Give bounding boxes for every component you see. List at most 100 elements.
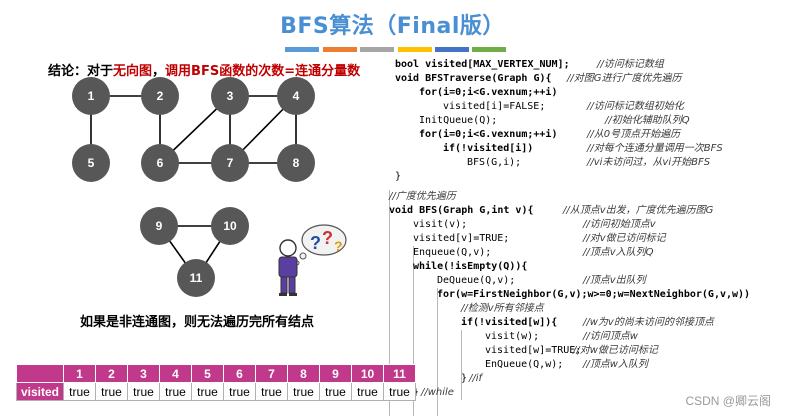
code-guide-line-2 [413,246,414,416]
color-bar-4 [398,47,432,52]
conclusion-prefix: 结论：对于 [48,64,114,79]
graph-node-6: 6 [141,144,179,182]
visited-value-9: true [319,382,352,401]
code-comment-14: //顶点v入队列Q [583,247,654,258]
code-comment-18: //检测v所有邻接点 [461,303,544,314]
graph-node-7: 7 [211,144,249,182]
svg-text:?: ? [310,233,321,253]
svg-text:7: 7 [227,156,234,170]
code-line-7: if(!visited[i]) [443,143,534,154]
code-line-23: } [461,373,468,384]
code-block: bool visited[MAX_VERTEX_NUM]; //访问标记数组 voi… [387,58,785,416]
visited-value-7: true [255,382,288,401]
code-line-9: } [395,171,402,182]
code-comment-7: //对每个连通分量调用一次BFS [587,143,723,154]
svg-text:2: 2 [157,89,164,103]
code-comment-13: //对v做已访问标记 [583,233,666,244]
visited-header-9: 9 [319,364,352,383]
graph-edges [90,95,297,279]
svg-text:10: 10 [223,219,237,233]
code-line-16: DeQueue(Q,v); [437,275,516,286]
color-bar-2 [323,47,357,52]
code-line-22: EnQueue(Q,w); [485,359,564,370]
visited-table-corner [16,364,64,383]
visited-value-11: true [383,382,416,401]
code-line-1: bool visited[MAX_VERTEX_NUM]; [395,59,570,70]
code-comment-19: //w为v的尚未访问的邻接顶点 [583,317,714,328]
thinking-person-illustration: ? ? ? [278,224,347,296]
visited-value-4: true [159,382,192,401]
graph-node-3: 3 [211,77,249,115]
code-comment-2: //对图G进行广度优先遍历 [567,73,682,84]
code-comment-12: //访问初始顶点v [583,219,656,230]
page-title: BFS算法（Final版） [280,14,505,39]
code-line-2: void BFSTraverse(Graph G){ [395,73,552,84]
conclusion-highlight-undirected: 无向图 [113,64,153,79]
code-comment-20: //访问顶点w [583,331,638,342]
visited-row-label: visited [16,382,64,401]
code-comment-5: //初始化辅助队列Q [605,115,690,126]
color-bar-3 [360,47,394,52]
svg-text:3: 3 [227,89,234,103]
code-line-8: BFS(G,i); [467,157,522,168]
code-line-6: for(i=0;i<G.vexnum;++i) [419,129,558,140]
disconnected-graph-note: 如果是非连通图，则无法遍历完所有结点 [80,315,315,330]
color-bar-6 [472,47,506,52]
code-line-24: } [413,387,420,398]
svg-text:9: 9 [156,219,163,233]
svg-text:?: ? [334,238,343,254]
code-comment-16: //顶点v出队列 [583,275,646,286]
visited-header-1: 1 [63,364,96,383]
visited-header-11: 11 [383,364,416,383]
visited-value-1: true [63,382,96,401]
graph-node-8: 8 [277,144,315,182]
code-line-21: visited[w]=TRUE; [485,345,582,356]
graph-node-5: 5 [72,144,110,182]
visited-value-2: true [95,382,128,401]
code-line-14: Enqueue(Q,v); [413,247,492,258]
code-comment-4: //访问标记数组初始化 [587,101,684,112]
conclusion-text: 结论：对于无向图，调用BFS函数的次数=连通分量数 [48,60,360,79]
svg-text:11: 11 [190,271,203,285]
svg-text:?: ? [322,228,333,248]
graph-node-2: 2 [141,77,179,115]
visited-value-6: true [223,382,256,401]
code-line-11: void BFS(Graph G,int v){ [389,205,534,216]
code-comment-22: //顶点w入队列 [583,359,648,370]
visited-header-10: 10 [351,364,384,383]
code-comment-23: //if [469,373,483,384]
visited-value-10: true [351,382,384,401]
svg-text:4: 4 [293,89,300,103]
visited-header-3: 3 [127,364,160,383]
visited-value-8: true [287,382,320,401]
code-line-3: for(i=0;i<G.vexnum;++i) [419,87,558,98]
svg-text:8: 8 [293,156,300,170]
code-comment-1: //访问标记数组 [597,59,664,70]
code-line-19: if(!visited[w]){ [461,317,558,328]
code-line-20: visit(w); [485,331,540,342]
code-guide-line-3 [437,288,438,416]
graph-node-4: 4 [277,77,315,115]
graph-node-11: 11 [177,259,215,297]
code-line-12: visit(v); [413,219,468,230]
visited-header-8: 8 [287,364,320,383]
color-bar-5 [435,47,469,52]
visited-header-5: 5 [191,364,224,383]
code-line-4: visited[i]=FALSE; [443,101,546,112]
svg-text:5: 5 [88,156,95,170]
code-guide-line-1 [389,190,390,416]
code-comment-21: //对w做已访问标记 [573,345,658,356]
visited-header-7: 7 [255,364,288,383]
visited-header-6: 6 [223,364,256,383]
code-comment-8: //vi未访问过，从vi开始BFS [587,157,711,168]
code-line-13: visited[v]=TRUE; [413,233,510,244]
svg-text:6: 6 [157,156,164,170]
code-comment-24: //while [421,387,454,398]
code-comment-6: //从0号顶点开始遍历 [587,129,681,140]
code-line-5: InitQueue(Q); [419,115,498,126]
